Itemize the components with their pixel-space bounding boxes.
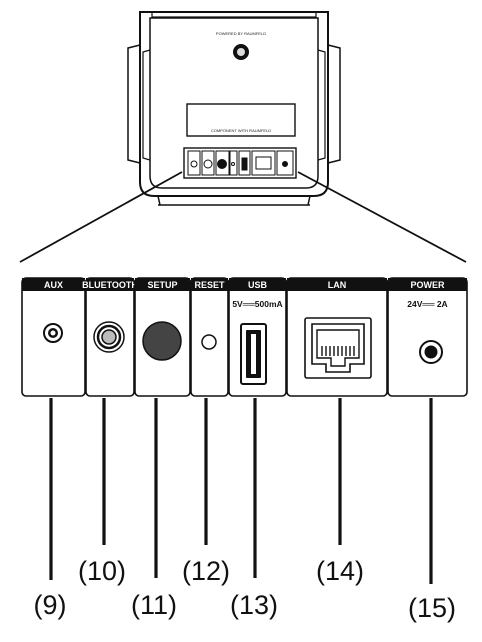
power-label: POWER	[410, 280, 445, 290]
setup-port-box: SETUP	[134, 277, 191, 397]
zoom-line-left	[19, 171, 183, 263]
port-panel: AUX BLUETOOTH SETUP RESET	[21, 277, 468, 397]
brand-text: POWERED BY RAUMFELD	[216, 31, 266, 36]
callout-11: (11)	[131, 590, 177, 620]
callout-15: (15)	[408, 593, 456, 623]
callout-lines	[49, 398, 433, 584]
label-plate-text: COMPONENT WITH RAUMFELD	[211, 128, 271, 133]
bluetooth-label: BLUETOOTH	[82, 280, 138, 290]
setup-button-icon	[142, 321, 182, 361]
callout-9: (9)	[34, 590, 67, 620]
setup-label: SETUP	[147, 280, 177, 290]
callout-10: (10)	[78, 556, 126, 586]
device-rear-view	[127, 11, 341, 206]
power-spec: 24V══ 2A	[407, 299, 447, 309]
callout-12: (12)	[182, 556, 230, 586]
knob-icon	[233, 44, 249, 60]
zoom-line-right	[297, 171, 467, 263]
reset-label: RESET	[194, 280, 225, 290]
bluetooth-port-box: BLUETOOTH	[82, 277, 138, 397]
aux-port-box: AUX	[21, 277, 86, 397]
callout-13: (13)	[230, 590, 278, 620]
bluetooth-button-icon	[93, 321, 125, 353]
lan-label: LAN	[328, 280, 347, 290]
callout-14: (14)	[316, 556, 364, 586]
reset-pinhole-icon	[201, 334, 217, 350]
usb-label: USB	[248, 280, 268, 290]
aux-label: AUX	[44, 280, 63, 290]
reset-port-box: RESET	[190, 277, 229, 397]
lan-port-box: LAN	[286, 277, 388, 397]
power-port-box: POWER 24V══ 2A	[387, 277, 468, 397]
lan-socket-icon	[304, 317, 372, 379]
usb-spec: 5V══500mA	[232, 299, 282, 309]
mini-port-strip	[187, 150, 294, 176]
usb-port-box: USB 5V══500mA	[228, 277, 287, 397]
